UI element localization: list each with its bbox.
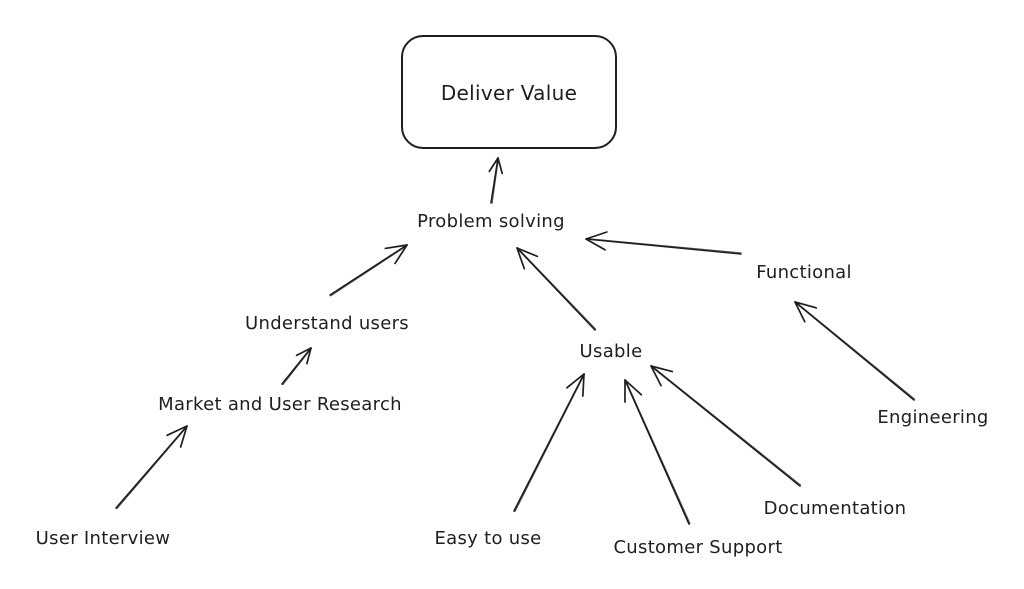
arrowhead-icon (624, 379, 643, 403)
edge-problem-solving-to-deliver-value[interactable] (488, 157, 504, 204)
edge-market-user-research-to-understand-users[interactable] (281, 347, 312, 386)
edge-line-sketch (794, 301, 916, 400)
edge-line (281, 347, 312, 385)
edge-customer-support-to-usable[interactable] (624, 379, 691, 525)
edge-line (115, 425, 188, 509)
node-engineering[interactable]: Engineering (877, 407, 989, 428)
edge-line (329, 244, 408, 296)
edge-line (794, 301, 915, 401)
edge-line (650, 365, 801, 487)
arrowhead-icon (650, 365, 674, 387)
edge-line-sketch (491, 157, 500, 204)
node-problem-solving[interactable]: Problem solving (417, 211, 565, 232)
node-documentation[interactable]: Documentation (763, 498, 907, 519)
edge-user-interview-to-market-user-research[interactable] (115, 425, 188, 510)
edge-line (624, 379, 690, 525)
arrowhead-icon (488, 157, 504, 175)
node-user-interview[interactable]: User Interview (35, 528, 171, 549)
edge-line-sketch (282, 347, 312, 386)
edge-documentation-to-usable[interactable] (650, 365, 802, 487)
arrowhead-icon (295, 347, 312, 365)
edge-line-sketch (116, 425, 188, 510)
arrowhead-icon (794, 301, 818, 323)
node-usable[interactable]: Usable (579, 341, 643, 362)
edge-line (513, 373, 585, 512)
arrowhead-icon (384, 244, 408, 265)
edge-usable-to-problem-solving[interactable] (516, 247, 597, 331)
edge-easy-to-use-to-usable[interactable] (513, 373, 585, 512)
node-market-user-research[interactable]: Market and User Research (158, 394, 402, 415)
edge-engineering-to-functional[interactable] (794, 301, 916, 401)
arrowhead-icon (566, 373, 585, 397)
edge-line-sketch (330, 245, 408, 297)
edge-line (490, 157, 499, 204)
arrowhead-icon (516, 247, 539, 270)
edge-line-sketch (625, 379, 691, 524)
arrowhead-icon (585, 231, 608, 251)
node-deliver-value[interactable]: Deliver Value (440, 81, 578, 105)
edge-line-sketch (514, 373, 585, 512)
edge-line-sketch (650, 365, 802, 486)
edge-line-sketch (516, 247, 597, 330)
root-node-box[interactable] (401, 35, 617, 149)
node-customer-support[interactable]: Customer Support (613, 537, 783, 558)
node-functional[interactable]: Functional (756, 262, 852, 283)
edges-layer (115, 157, 916, 525)
edge-understand-users-to-problem-solving[interactable] (329, 244, 408, 297)
arrowhead-icon (166, 425, 188, 448)
edge-line-sketch (585, 237, 742, 254)
node-easy-to-use[interactable]: Easy to use (434, 528, 542, 549)
edge-functional-to-problem-solving[interactable] (585, 231, 742, 255)
edge-line (516, 247, 596, 331)
edge-line (585, 238, 742, 255)
node-understand-users[interactable]: Understand users (245, 313, 409, 334)
